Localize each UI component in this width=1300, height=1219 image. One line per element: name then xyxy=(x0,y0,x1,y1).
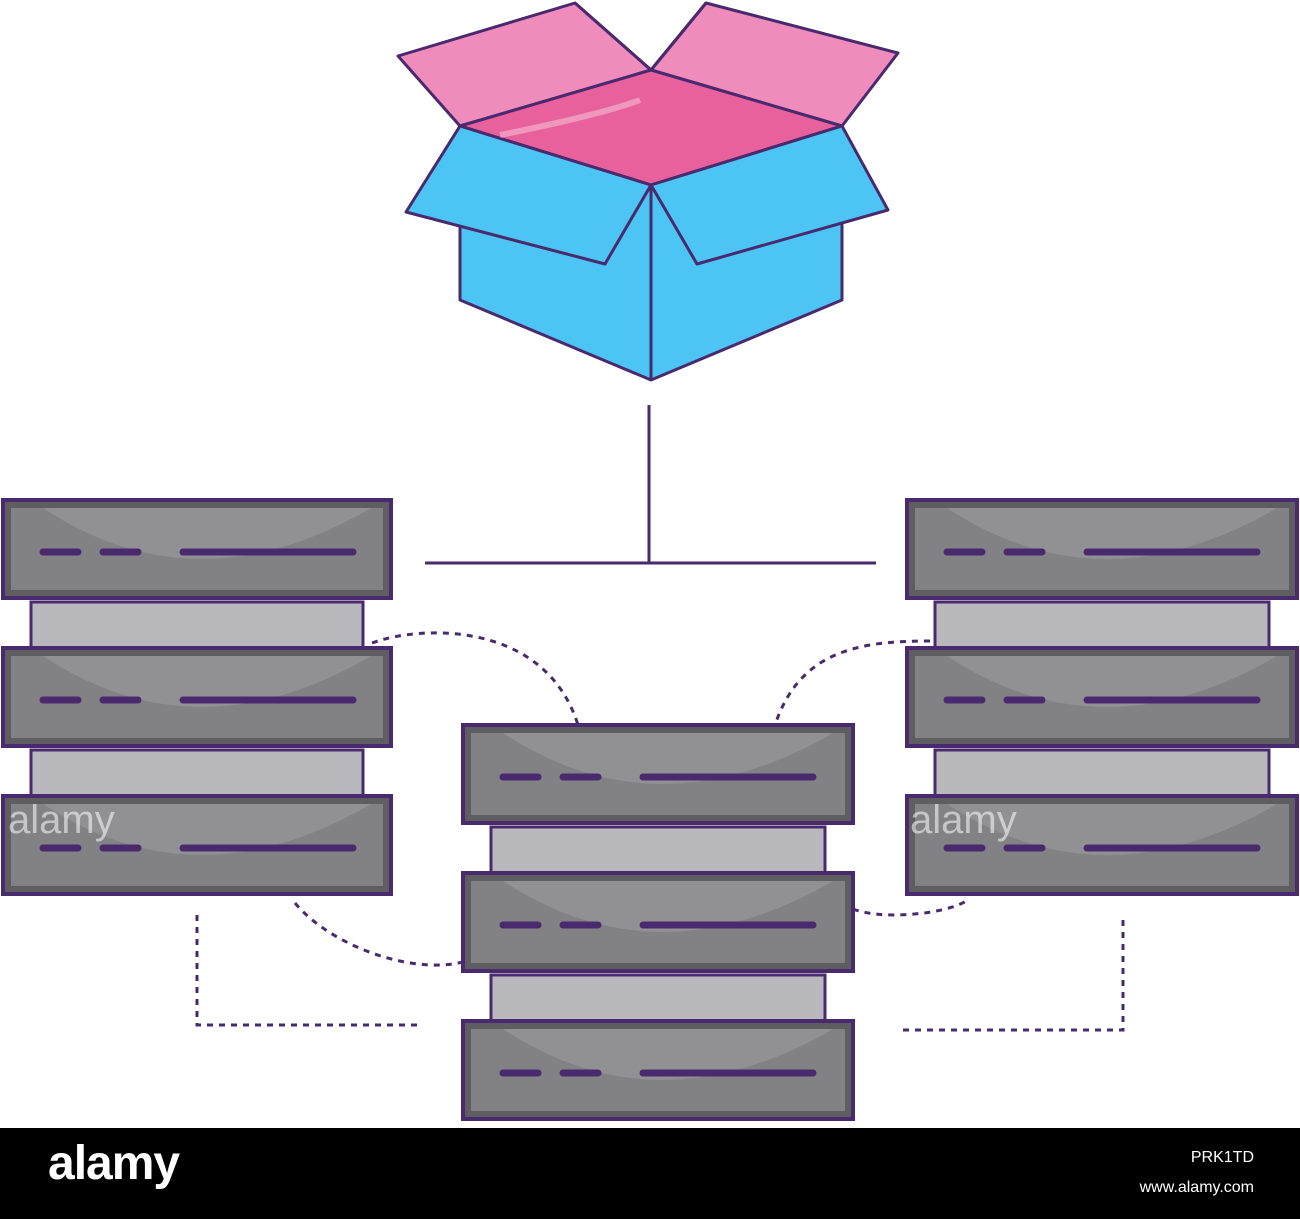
site-url: www.alamy.com xyxy=(1139,1179,1254,1196)
server-shine xyxy=(503,733,833,784)
server-spacer xyxy=(489,973,827,1023)
server-shine xyxy=(503,881,833,932)
footer-bar: alamy PRK1TD www.alamy.com xyxy=(0,1128,1300,1219)
server-shine xyxy=(947,656,1277,707)
server-spacer xyxy=(933,600,1271,650)
server-spacer xyxy=(29,748,365,798)
watermark-left: alamy xyxy=(8,798,115,842)
server-shine xyxy=(503,1029,833,1080)
server-stacks xyxy=(1,498,1299,1121)
server-stack-left xyxy=(1,498,393,896)
server-stack-right xyxy=(905,498,1299,896)
server-shine xyxy=(43,508,371,559)
server-stack-center xyxy=(461,723,855,1121)
server-spacer xyxy=(933,748,1271,798)
server-shine xyxy=(947,508,1277,559)
footer-credit: PRK1TD www.alamy.com xyxy=(1140,1143,1254,1203)
server-shine xyxy=(947,804,1277,855)
footer-logo: alamy xyxy=(48,1137,180,1190)
open-box-icon xyxy=(396,1,900,382)
server-spacer xyxy=(29,600,365,650)
watermark-right: alamy xyxy=(910,798,1017,842)
dashed-links xyxy=(195,631,1125,1032)
server-shine xyxy=(43,656,371,707)
image-id: PRK1TD xyxy=(1190,1149,1254,1166)
server-spacer xyxy=(489,825,827,875)
connector-lines xyxy=(425,405,876,565)
server-shine xyxy=(43,804,371,855)
